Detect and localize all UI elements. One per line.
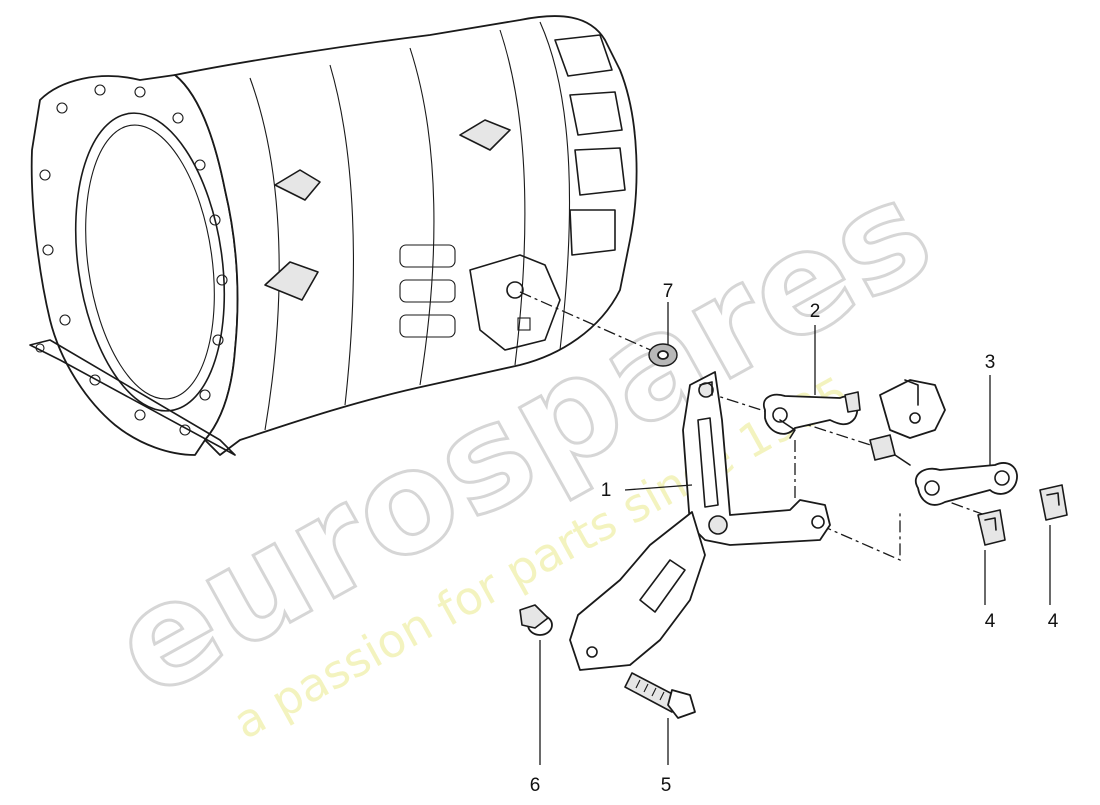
callout-7: 7 xyxy=(663,281,674,302)
transmission-housing xyxy=(29,15,638,456)
callout-labels: 7 2 3 1 4 4 6 5 xyxy=(530,281,1059,796)
clip-part-4-a xyxy=(977,509,1006,546)
flange-bolts xyxy=(39,84,228,436)
link-part-2 xyxy=(762,391,861,439)
bracket-part-1 xyxy=(569,371,831,671)
callout-1: 1 xyxy=(601,480,612,501)
washer-part-7 xyxy=(648,343,678,367)
callout-2: 2 xyxy=(810,301,821,322)
leader-lines xyxy=(539,302,1051,765)
callout-4a: 4 xyxy=(985,611,996,632)
callout-6: 6 xyxy=(530,775,541,796)
bolt-part-5 xyxy=(624,672,696,719)
housing-slots xyxy=(399,244,456,338)
sleeve-part-6 xyxy=(519,604,553,636)
callout-5: 5 xyxy=(661,775,672,796)
callout-3: 3 xyxy=(985,352,996,373)
callout-4b: 4 xyxy=(1048,611,1059,632)
assembly-lines xyxy=(519,291,986,561)
selector-lever xyxy=(869,379,946,466)
clip-part-4-b xyxy=(1039,484,1068,521)
link-part-3 xyxy=(915,462,1018,506)
